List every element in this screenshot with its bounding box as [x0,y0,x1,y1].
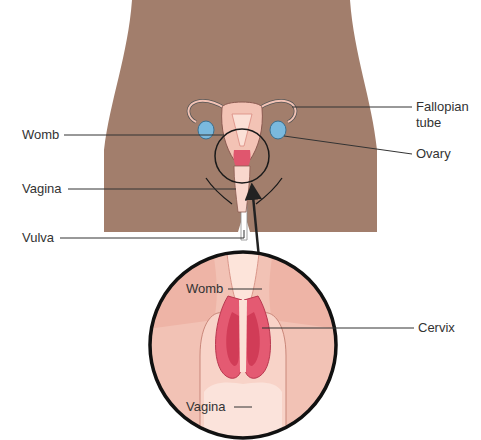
leader-line [68,189,236,190]
zoom-arrow [252,186,259,258]
part-label: Womb [186,281,223,297]
part-label: Vagina [22,181,62,197]
part-label: Fallopian tube [416,99,478,131]
leader-line [292,107,412,108]
leader-line [60,230,244,238]
part-label: Vagina [186,399,226,415]
ovary [270,121,286,139]
vagina [234,166,250,212]
zoom-ring [215,129,269,183]
groin-line [256,178,282,204]
leader-line [262,328,414,329]
groin-line [206,178,232,204]
part-label: Vulva [22,230,54,246]
part-label: Cervix [418,320,455,336]
zoom-circle [150,252,336,438]
leader-line [228,289,262,290]
zoom-detail [140,245,350,440]
part-label: Womb [22,127,59,143]
leader-line [64,135,224,136]
ovary [198,121,214,139]
leader-line [234,407,252,408]
part-label: Ovary [416,146,451,162]
leader-line [284,136,412,154]
body-silhouette [104,0,377,232]
